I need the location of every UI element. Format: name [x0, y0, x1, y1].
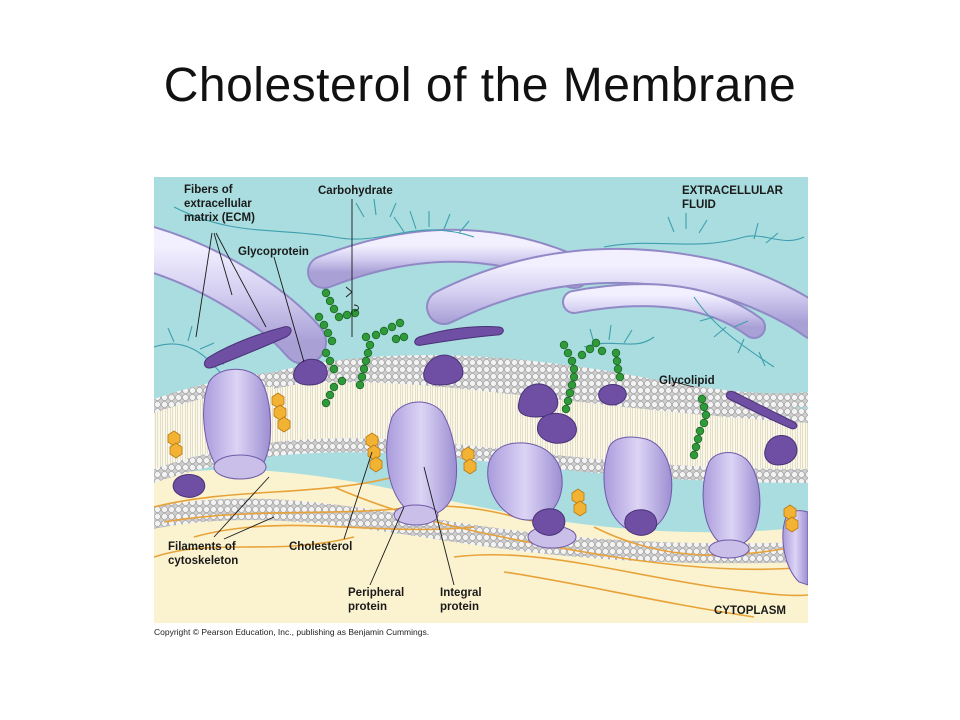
label-glycolipid: Glycolipid	[659, 375, 715, 387]
label-filaments-1: Filaments of	[168, 541, 236, 553]
copyright-notice: Copyright © Pearson Education, Inc., pub…	[154, 627, 430, 637]
label-glycoprotein: Glycoprotein	[238, 246, 309, 258]
slide-title: Cholesterol of the Membrane	[163, 59, 797, 112]
label-fibers-2: extracellular	[184, 198, 252, 210]
label-cytoplasm: CYTOPLASM	[714, 605, 786, 617]
label-filaments-2: cytoskeleton	[168, 555, 238, 567]
label-fibers-3: matrix (ECM)	[184, 212, 255, 224]
label-integral-2: protein	[440, 601, 479, 613]
label-extracellular-1: EXTRACELLULAR	[682, 185, 784, 197]
integral-proteins	[203, 368, 808, 586]
label-extracellular-2: FLUID	[682, 199, 716, 211]
peripheral-proteins	[172, 354, 798, 536]
carbohydrate-chains	[314, 288, 711, 460]
diagram-labels: Fibers of extracellular matrix (ECM) Car…	[168, 184, 786, 617]
label-carbohydrate: Carbohydrate	[318, 185, 393, 197]
label-fibers-1: Fibers of	[184, 184, 233, 196]
glycoprotein-rods	[203, 326, 798, 430]
ecm-fibers	[154, 226, 808, 365]
ecm-strands	[154, 198, 805, 378]
leader-lines	[195, 199, 695, 586]
label-peripheral-1: Peripheral	[348, 587, 404, 599]
cholesterol-molecules	[167, 392, 799, 533]
membrane-diagram: Fibers of extracellular matrix (ECM) Car…	[154, 177, 808, 623]
label-peripheral-2: protein	[348, 601, 387, 613]
label-integral-1: Integral	[440, 587, 482, 599]
label-cholesterol: Cholesterol	[289, 541, 352, 553]
